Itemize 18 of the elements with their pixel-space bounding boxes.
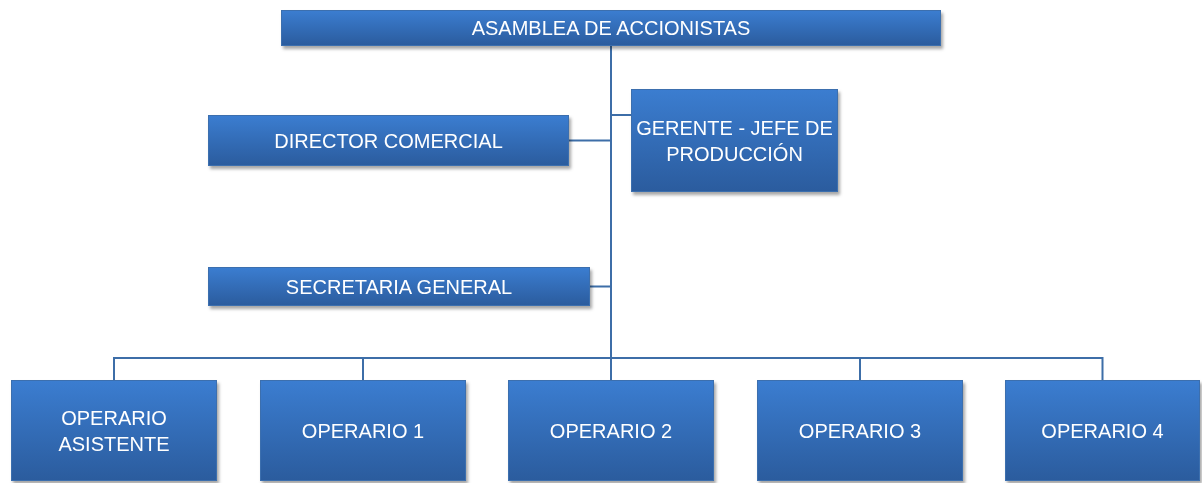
box-label: OPERARIO 2 <box>548 418 674 444</box>
org-box <box>631 89 838 192</box>
box-label: OPERARIO 1 <box>300 418 426 444</box>
org-box <box>11 380 217 481</box>
box-label: DIRECTOR COMERCIAL <box>273 128 504 154</box>
org-box <box>260 380 466 481</box>
org-box <box>281 10 941 46</box>
box-label: OPERARIO 3 <box>797 418 923 444</box>
org-box <box>508 380 714 481</box>
box-label: OPERARIO ASISTENTE <box>57 405 171 457</box>
box-label: ASAMBLEA DE ACCIONISTAS <box>470 16 752 41</box>
org-box <box>757 380 963 481</box>
box-label: OPERARIO 4 <box>1040 418 1165 444</box>
org-box <box>1005 380 1200 481</box>
org-box <box>208 115 569 166</box>
box-label: SECRETARIA GENERAL <box>284 274 514 300</box>
org-box <box>208 267 590 306</box>
box-label: GERENTE - JEFE DE PRODUCCIÓN <box>635 115 834 167</box>
